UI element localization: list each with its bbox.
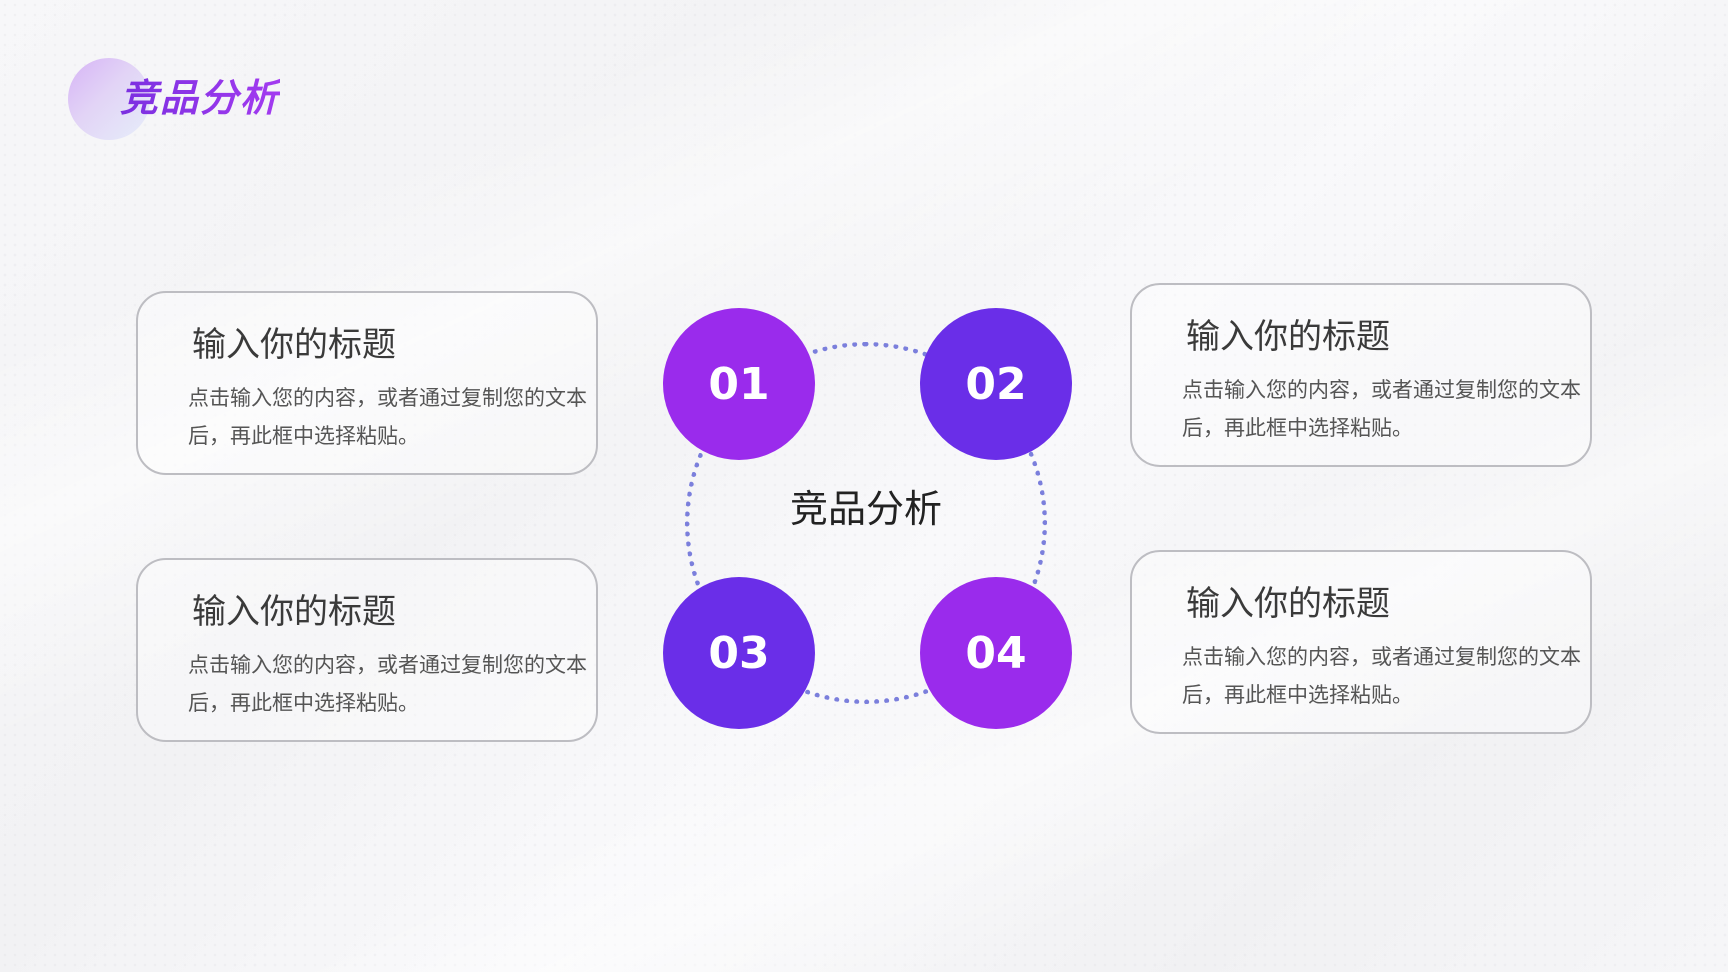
number-circle-02[interactable]: 02 <box>920 308 1072 460</box>
title-decoration-circle <box>68 58 150 140</box>
card-bottom-left[interactable]: 输入你的标题 点击输入您的内容，或者通过复制您的文本后，再此框中选择粘贴。 <box>136 558 598 742</box>
card-body[interactable]: 点击输入您的内容，或者通过复制您的文本后，再此框中选择粘贴。 <box>1182 378 1581 440</box>
card-title[interactable]: 输入你的标题 <box>1186 317 1390 357</box>
number-circle-04[interactable]: 04 <box>920 577 1072 729</box>
card-bottom-right[interactable]: 输入你的标题 点击输入您的内容，或者通过复制您的文本后，再此框中选择粘贴。 <box>1130 550 1592 734</box>
number-circle-01[interactable]: 01 <box>663 308 815 460</box>
number-circle-03[interactable]: 03 <box>663 577 815 729</box>
card-body[interactable]: 点击输入您的内容，或者通过复制您的文本后，再此框中选择粘贴。 <box>188 653 587 715</box>
card-top-left[interactable]: 输入你的标题 点击输入您的内容，或者通过复制您的文本后，再此框中选择粘贴。 <box>136 291 598 475</box>
card-body[interactable]: 点击输入您的内容，或者通过复制您的文本后，再此框中选择粘贴。 <box>188 386 587 448</box>
card-title[interactable]: 输入你的标题 <box>1186 584 1390 624</box>
card-title[interactable]: 输入你的标题 <box>192 325 396 365</box>
dotted-ring <box>685 342 1047 704</box>
card-top-right[interactable]: 输入你的标题 点击输入您的内容，或者通过复制您的文本后，再此框中选择粘贴。 <box>1130 283 1592 467</box>
slide-title[interactable]: 竞品分析 <box>120 70 280 126</box>
card-body[interactable]: 点击输入您的内容，或者通过复制您的文本后，再此框中选择粘贴。 <box>1182 645 1581 707</box>
card-title[interactable]: 输入你的标题 <box>192 592 396 632</box>
center-label[interactable]: 竞品分析 <box>789 487 942 531</box>
